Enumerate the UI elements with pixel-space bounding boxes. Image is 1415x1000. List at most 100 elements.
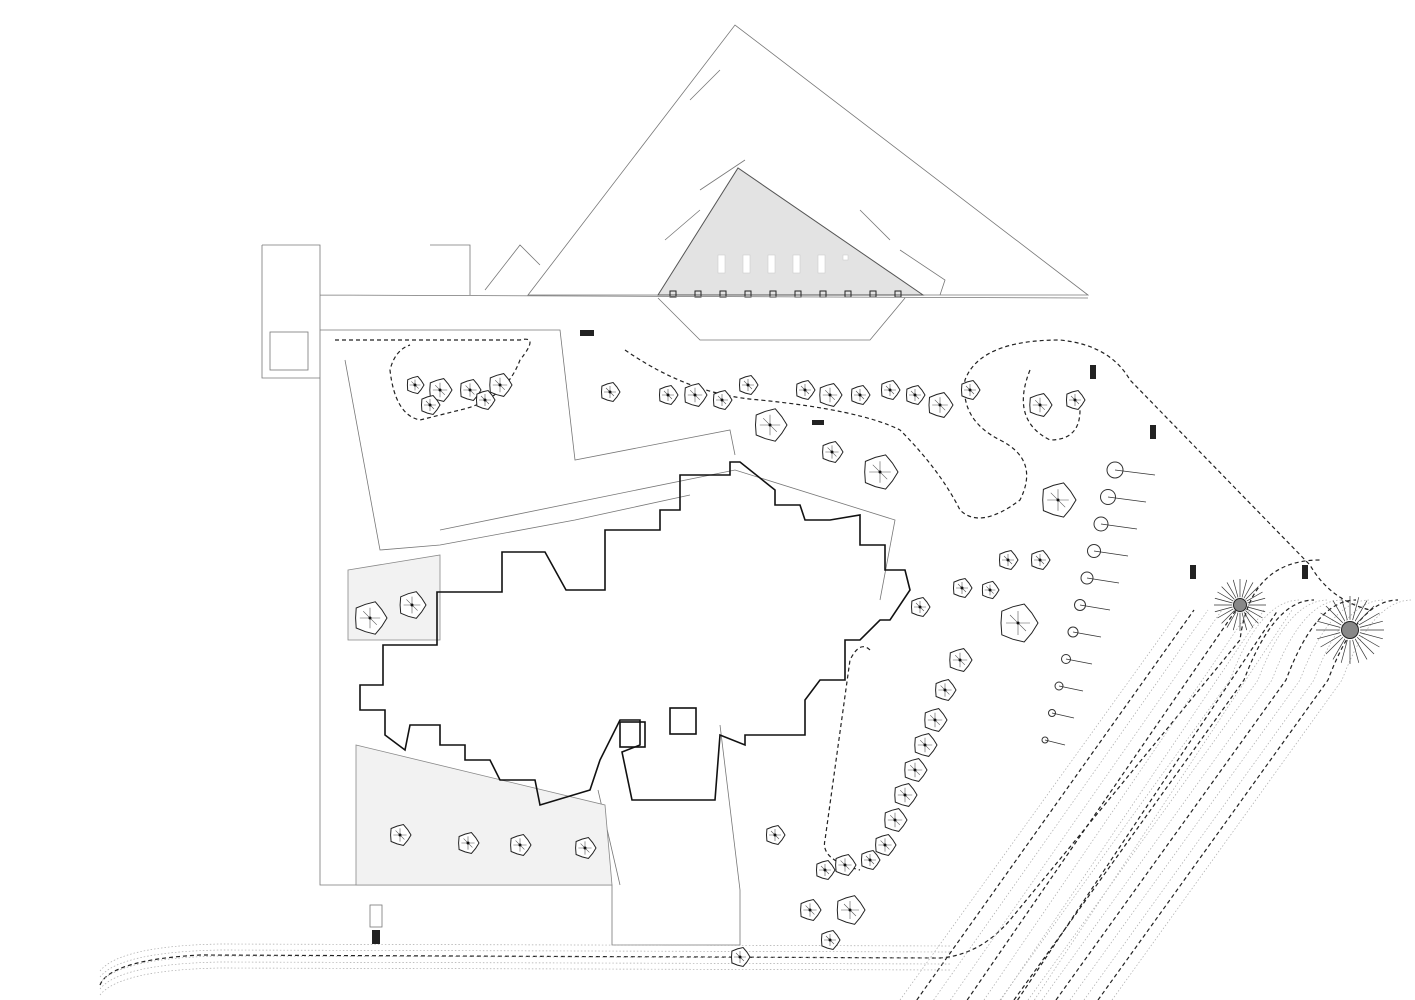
tree-icon [819, 383, 843, 407]
petal [1226, 611, 1237, 628]
tree-trunk [913, 393, 917, 397]
tree-trunk [410, 603, 414, 607]
tree-icon [981, 580, 1000, 600]
petal [1358, 634, 1380, 648]
tree-icon [712, 389, 733, 411]
tree-icon [460, 378, 482, 402]
tree-trunk [893, 818, 897, 822]
flower-icon [1106, 461, 1156, 479]
tree-icon [952, 577, 973, 599]
petal [1359, 620, 1383, 628]
tree-icon [355, 601, 388, 635]
petal [1241, 579, 1248, 598]
flower-head [1087, 544, 1101, 558]
petal [1246, 591, 1263, 602]
petal [1358, 612, 1380, 626]
tree-trunk [830, 450, 834, 454]
vehicles [369, 330, 1308, 944]
stem [1114, 469, 1156, 476]
stem [1086, 577, 1120, 584]
shaded-triangle-building [657, 167, 925, 296]
tree-icon [489, 373, 513, 397]
tree-trunk [883, 843, 887, 847]
tree-trunk [958, 658, 962, 662]
tree-trunk [903, 793, 907, 797]
tree-icon [765, 824, 786, 846]
vehicle-icon [812, 420, 824, 425]
tree-icon [928, 392, 954, 418]
road-lines [99, 599, 1413, 1000]
tree-trunk [803, 388, 807, 392]
tree-icon [429, 378, 453, 402]
tree-trunk [1016, 621, 1020, 625]
flower-icon [1048, 709, 1075, 719]
flower-head [1080, 571, 1094, 585]
tree-icon [904, 758, 928, 782]
flower-icon [1214, 579, 1266, 631]
tree-icon [884, 808, 908, 832]
tree-icon [800, 898, 822, 922]
tree-icon [795, 379, 816, 401]
vehicle-icon [1090, 365, 1096, 379]
tree-trunk [583, 846, 587, 850]
tree-icon [822, 440, 844, 464]
petal [1340, 639, 1348, 663]
tree-trunk [988, 588, 992, 592]
inner-site-lines [320, 329, 896, 891]
vehicle-icon [372, 930, 380, 944]
tree-trunk [933, 718, 937, 722]
vehicle-icon [1190, 565, 1196, 579]
tree-trunk [438, 388, 442, 392]
petal [1226, 582, 1237, 599]
petal [1245, 586, 1259, 600]
flower-head [1048, 709, 1056, 717]
hatched-garden [355, 744, 613, 886]
petal [1243, 582, 1254, 599]
tree-trunk [843, 863, 847, 867]
tree-trunk [368, 616, 372, 620]
flower-head [1100, 489, 1116, 505]
road-line [1034, 599, 1413, 1000]
petal [1317, 632, 1341, 640]
tree-trunk [413, 383, 417, 387]
petal [1232, 612, 1239, 631]
tree-icon [1042, 482, 1077, 518]
tree-icon [420, 394, 441, 416]
trees [355, 373, 1086, 968]
tree-trunk [828, 938, 832, 942]
north-wing-lines [664, 69, 946, 296]
petal [1340, 597, 1348, 621]
tree-icon [406, 375, 425, 395]
south-road [99, 559, 1321, 986]
tree-icon [399, 591, 427, 619]
tree-icon [815, 859, 836, 881]
road-line [99, 967, 951, 996]
petal [1221, 610, 1235, 624]
tree-icon [510, 833, 532, 857]
flower-center [1341, 621, 1359, 639]
tree-trunk [768, 423, 772, 427]
east-path-loop [1022, 369, 1081, 441]
flower-center [1233, 598, 1247, 612]
tree-trunk [1056, 498, 1060, 502]
tree-icon [458, 831, 480, 855]
flower-icon [1100, 489, 1147, 505]
flower-icon [1316, 596, 1384, 664]
tree-trunk [498, 383, 502, 387]
vehicle-icon [1302, 565, 1308, 579]
tree-icon [960, 379, 981, 401]
vehicle-icon [1150, 425, 1156, 439]
tree-trunk [738, 955, 742, 959]
flower-icon [1074, 599, 1111, 611]
tree-icon [1030, 549, 1051, 571]
tree-trunk [848, 908, 852, 912]
parked-trailer [369, 904, 383, 928]
petal [1232, 579, 1239, 598]
petal [1245, 610, 1259, 624]
flower-icon [1054, 681, 1084, 692]
tree-trunk [1073, 398, 1077, 402]
flower-icon [1087, 544, 1129, 558]
tree-icon [836, 895, 866, 925]
flower-head [1106, 461, 1124, 479]
